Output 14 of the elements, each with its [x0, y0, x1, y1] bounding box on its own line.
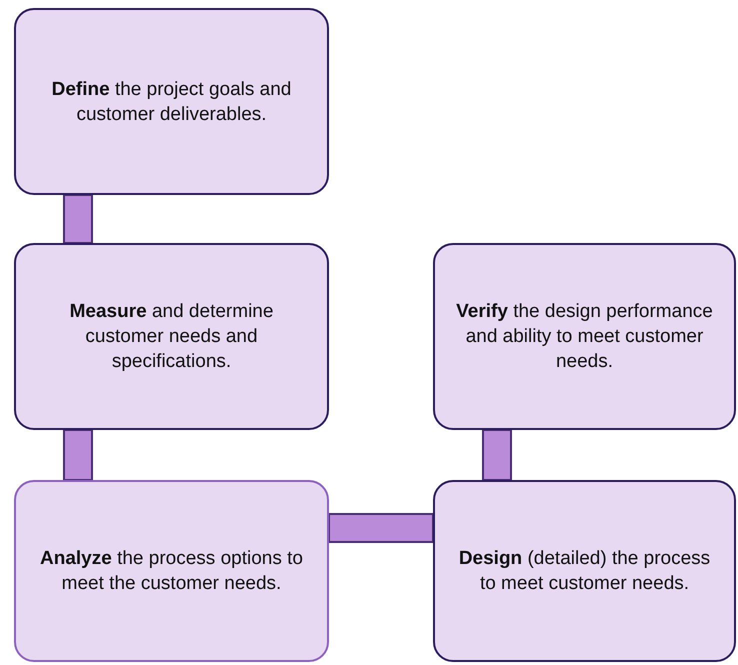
step-text: Define the project goals and customer deliverables. — [50, 78, 292, 126]
step-text: Verify the design performance and ability to meet customer needs. — [455, 300, 714, 374]
connector-bar — [63, 194, 93, 244]
step-box — [14, 480, 329, 662]
connector-bar — [63, 429, 93, 481]
step-box — [14, 8, 329, 195]
step-text: Analyze the process options to meet the customer needs. — [39, 547, 304, 596]
step-text: Design (detailed) the process to meet customer needs. — [458, 547, 712, 596]
connector-bar — [482, 429, 512, 481]
connector-bar — [328, 513, 434, 543]
step-box — [433, 243, 736, 430]
step-box — [433, 480, 736, 662]
step-box — [14, 243, 329, 430]
step-text: Measure and determine customer needs and specifications. — [68, 300, 274, 374]
